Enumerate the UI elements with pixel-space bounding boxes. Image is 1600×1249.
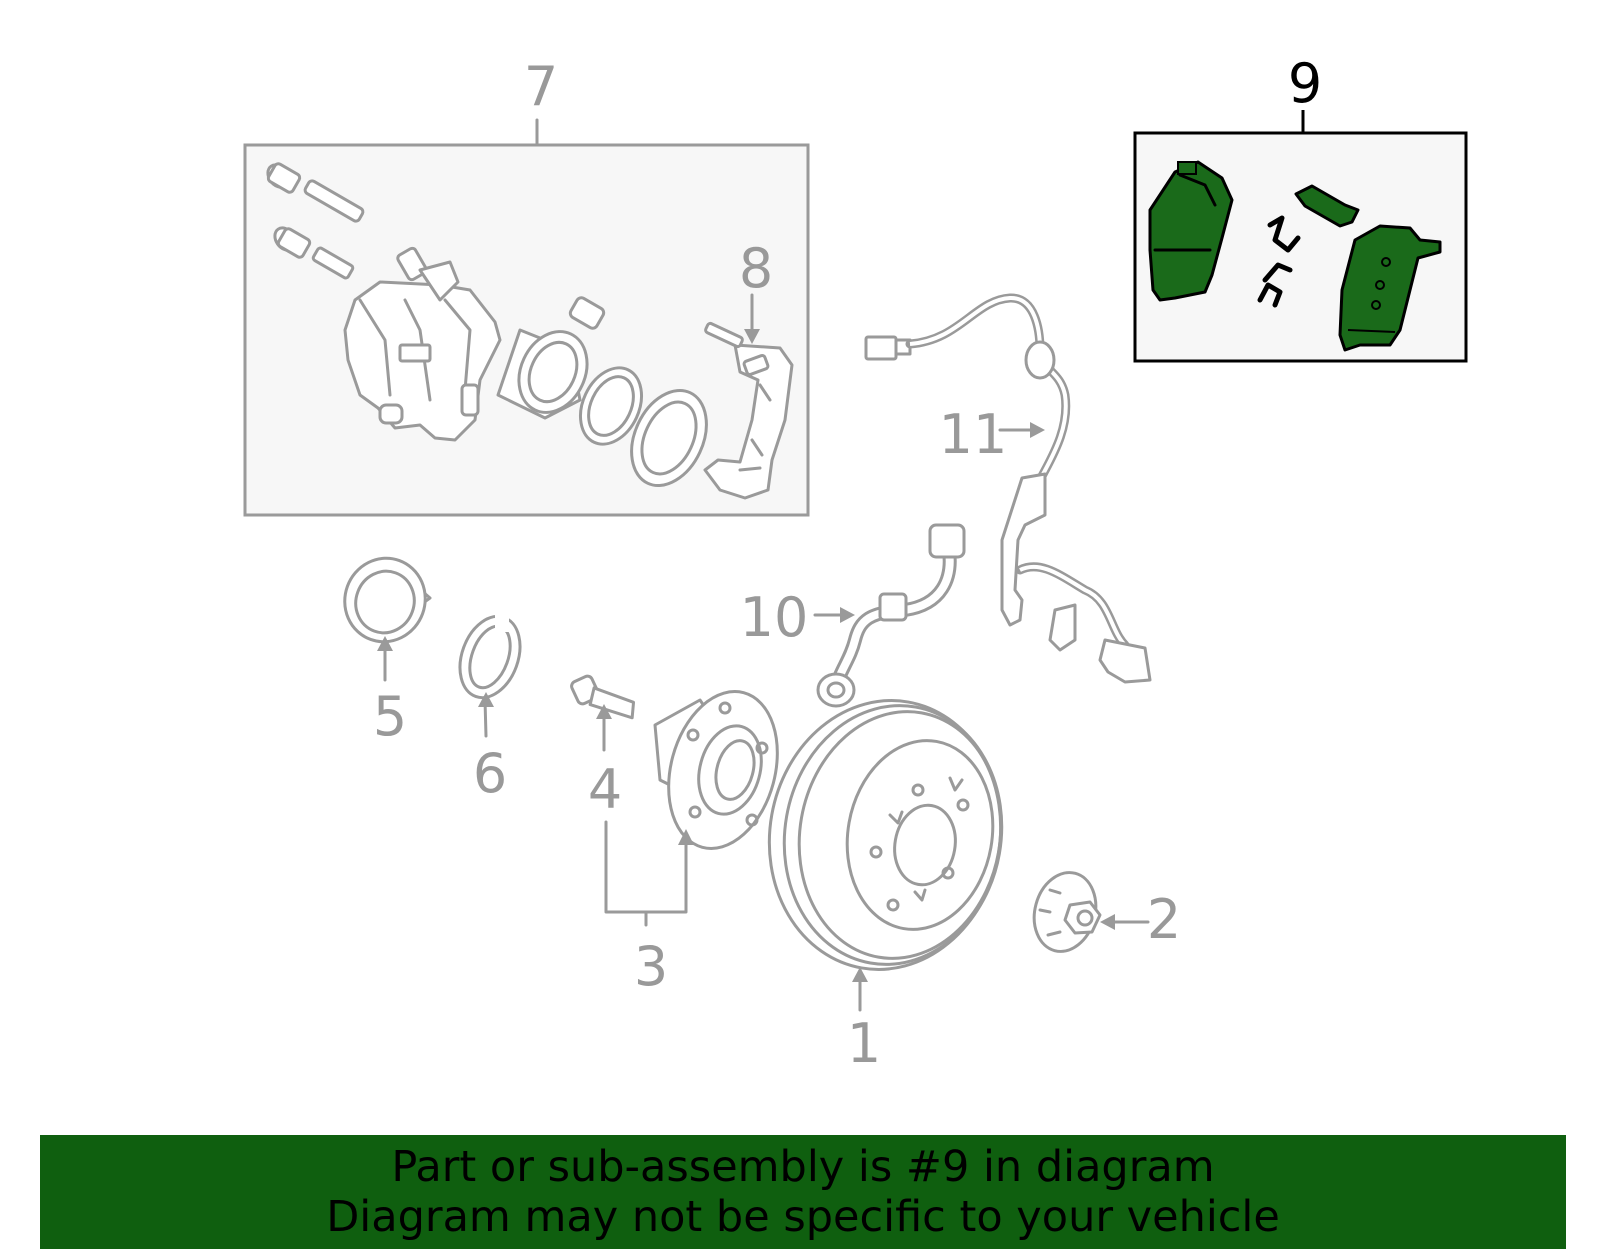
callout-11: 11 <box>939 403 1008 466</box>
callout-8: 8 <box>739 237 773 300</box>
shim-clip <box>1294 184 1360 228</box>
callout-2: 2 <box>1147 888 1181 951</box>
abs-sensor-harness <box>864 293 1152 684</box>
brake-rotor <box>767 699 1004 1012</box>
outer-brake-pad <box>1338 224 1442 352</box>
callout-5: 5 <box>373 685 407 748</box>
pad-clip <box>1257 215 1301 308</box>
callout-1: 1 <box>847 1012 881 1075</box>
callout-6: 6 <box>473 742 507 805</box>
caliper-assembly-group <box>243 118 810 517</box>
callout-3: 3 <box>634 935 668 998</box>
piston-seal <box>579 366 643 446</box>
guide-pin-parts <box>266 162 606 330</box>
caliper-body <box>343 246 502 442</box>
callout-10: 10 <box>740 586 809 649</box>
callout-9: 9 <box>1288 52 1322 115</box>
banner-line-1: Part or sub-assembly is #9 in diagram <box>391 1142 1215 1192</box>
callout-labels: 1 2 3 4 5 6 7 8 9 10 11 <box>373 52 1322 1075</box>
brake-hose <box>813 523 966 708</box>
info-banner: Part or sub-assembly is #9 in diagram Di… <box>40 1135 1566 1249</box>
inner-brake-pad <box>1148 160 1234 302</box>
snap-ring <box>458 612 522 738</box>
hub-nut <box>1032 871 1150 953</box>
caliper-support <box>703 321 794 500</box>
wheel-hub <box>653 690 779 850</box>
banner-line-2: Diagram may not be specific to your vehi… <box>326 1192 1280 1242</box>
dust-boot <box>630 388 708 488</box>
wheel-stud <box>570 674 636 752</box>
callout-7: 7 <box>524 55 558 118</box>
piston <box>496 328 589 420</box>
wheel-bearing <box>343 556 432 682</box>
hub-bracket-line <box>604 820 688 927</box>
callout-4: 4 <box>588 758 622 821</box>
brake-pads-group <box>1133 110 1468 363</box>
